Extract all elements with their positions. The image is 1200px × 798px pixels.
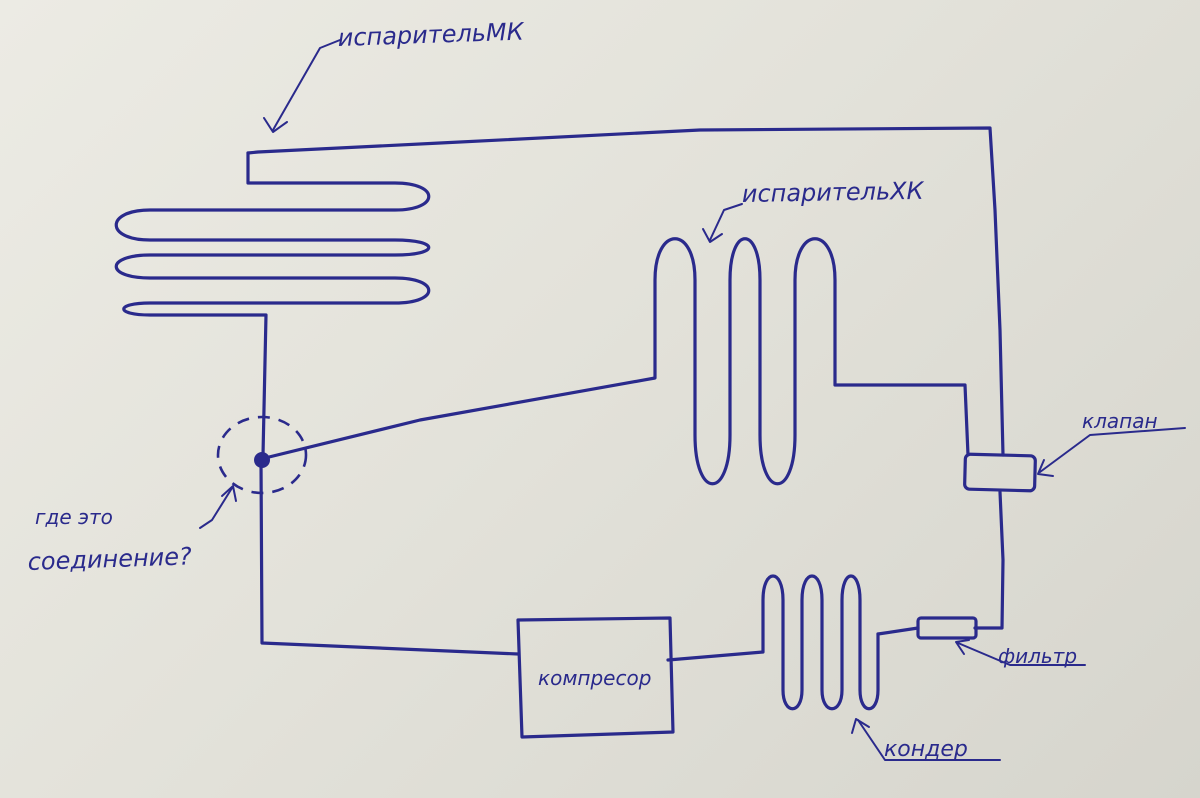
question-leader [199, 487, 233, 529]
top-return-pipe [246, 126, 1005, 457]
evaporator-hk-coil [263, 237, 970, 486]
condenser-label: кондер [884, 737, 968, 762]
filter-arrowhead [955, 639, 970, 655]
condenser-arrowhead [851, 718, 870, 734]
evaporator-hk-arrowhead [702, 228, 723, 243]
compressor-label: компресор [538, 666, 651, 690]
evaporator-hk-leader [709, 203, 743, 241]
evaporator-mk-leader [272, 39, 341, 131]
question-label-line1: где это [35, 505, 113, 529]
valve-leader [1039, 427, 1186, 473]
filter-label: фильтр [998, 644, 1077, 668]
junction-dashed-circle [216, 415, 308, 495]
suction-pipe [259, 458, 520, 656]
junction-point [254, 452, 270, 468]
condenser-leader [857, 719, 1001, 761]
compressor-box [516, 616, 675, 739]
valve-label: клапан [1082, 409, 1158, 433]
valve-body [963, 452, 1037, 493]
evaporator-mk-label: испарительМК [337, 17, 525, 52]
question-arrowhead [221, 485, 237, 502]
filter-body [916, 616, 978, 640]
condenser-coil [666, 574, 880, 711]
valve-to-filter-pipe [973, 490, 1005, 630]
evaporator-mk-coil [114, 151, 431, 457]
filter-to-condenser-pipe [876, 626, 920, 636]
evaporator-mk-arrowhead [263, 117, 288, 133]
valve-arrowhead [1037, 459, 1054, 477]
filter-leader [957, 642, 1086, 666]
question-label-line2: соединение? [27, 542, 192, 576]
evaporator-hk-label: испарительХК [742, 177, 925, 208]
